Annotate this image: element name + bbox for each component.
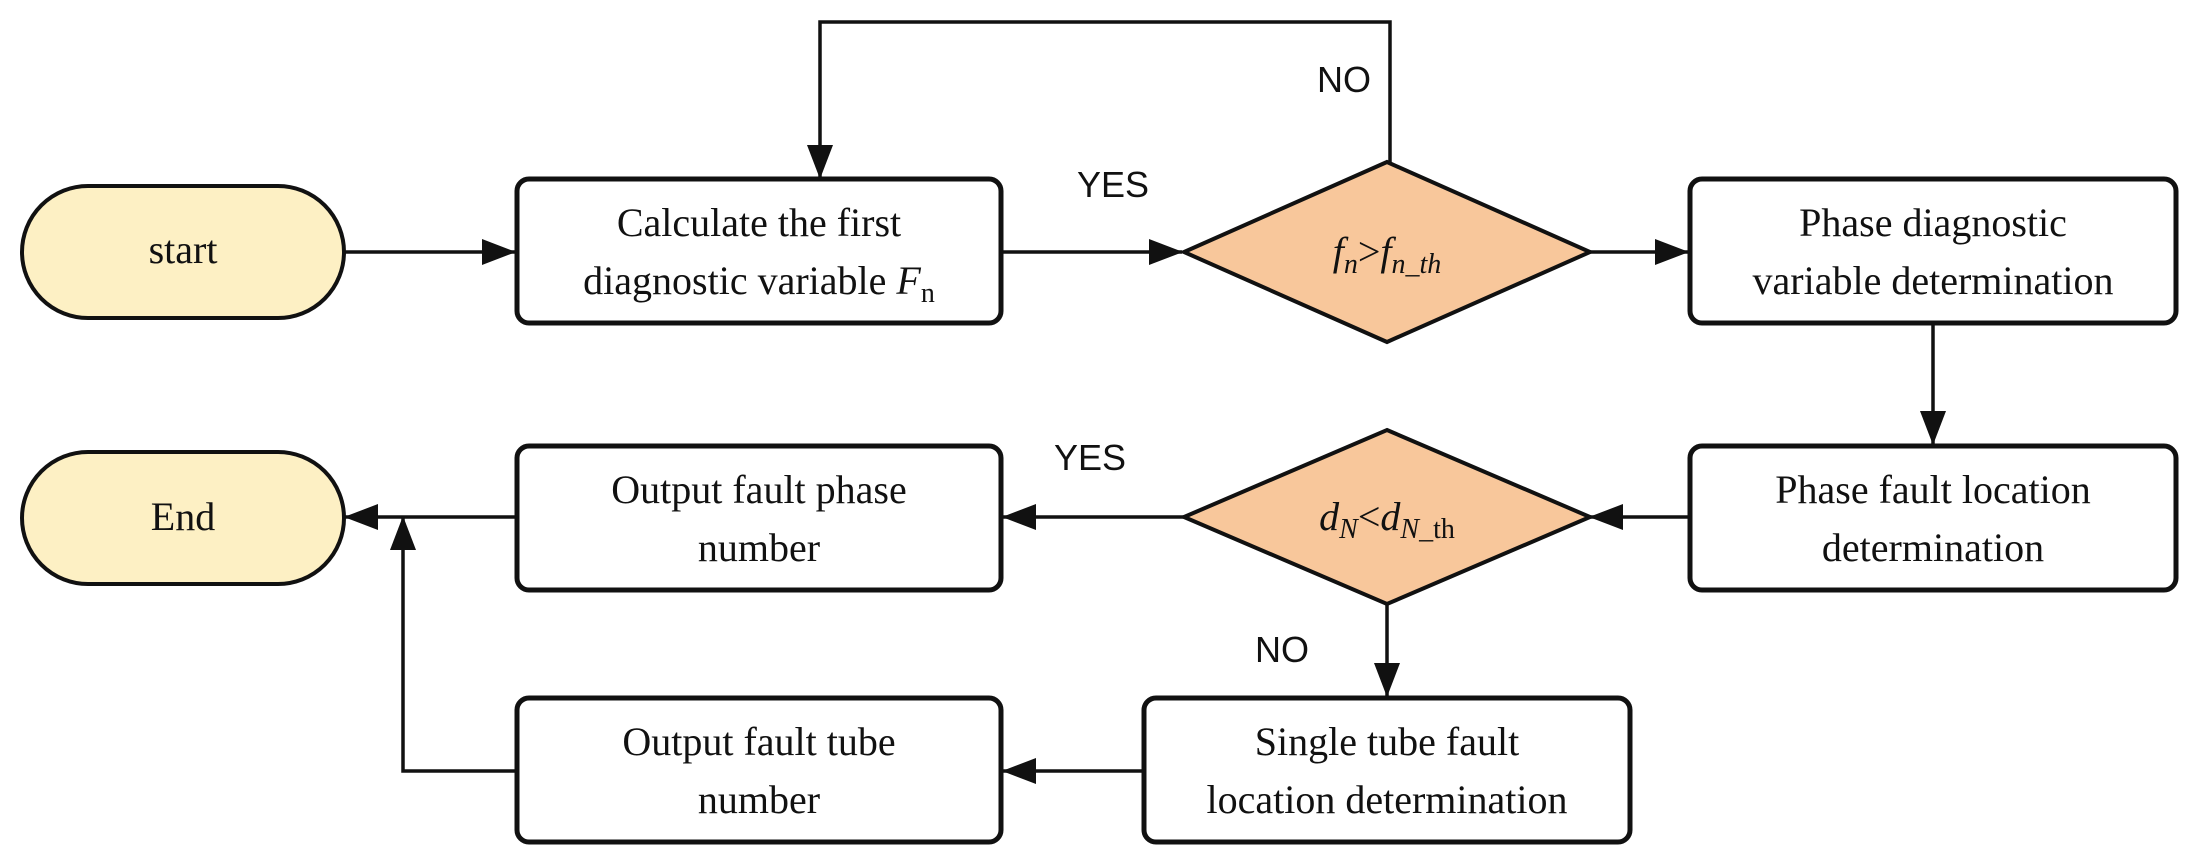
edge-output-tube-to-end [390, 516, 515, 773]
calc-first-line-2-text: diagnostic variable [583, 258, 896, 303]
label-fn-no: NO [1317, 59, 1371, 100]
calc-first-sub: n [921, 278, 935, 309]
phase-diag-line-2: variable determination [1753, 258, 2114, 303]
decision-fn-op: > [1358, 229, 1381, 274]
decision-dn-threshold: dN<dN_th [1178, 427, 1596, 607]
phase-diag-line-1: Phase diagnostic [1799, 200, 2067, 245]
calc-first-line-1: Calculate the first [617, 200, 901, 245]
single-tube-line-1: Single tube fault [1255, 719, 1519, 764]
calc-first-line-2: diagnostic variable Fn [583, 258, 935, 309]
output-tube-line-1: Output fault tube [622, 719, 895, 764]
edge-decision-fn-no-loop [807, 20, 1392, 179]
start-terminal: start [20, 184, 346, 320]
phase-diagnostic-box: Phase diagnostic variable determination [1687, 176, 2179, 326]
decision-fn-left-sub: n [1344, 249, 1358, 280]
decision-dn-op: < [1358, 494, 1381, 539]
output-fault-phase-box: Output fault phase number [514, 443, 1004, 593]
edges [344, 20, 1946, 784]
decision-dn-right-sub-rm: _th [1418, 514, 1455, 545]
output-phase-line-2: number [698, 525, 820, 570]
output-phase-line-1: Output fault phase [611, 467, 907, 512]
label-dn-yes: YES [1054, 437, 1126, 478]
output-tube-line-2: number [698, 777, 820, 822]
output-fault-tube-box: Output fault tube number [514, 695, 1004, 845]
single-tube-line-2: location determination [1207, 777, 1568, 822]
calc-first-var: F [895, 258, 921, 303]
decision-dn-right-sub-it: N [1399, 514, 1420, 545]
decision-dn-left-sub: N [1338, 514, 1359, 545]
decision-dn-right: d [1380, 494, 1401, 539]
decision-fn-threshold: fn>fn_th [1179, 159, 1595, 345]
phase-fault-location-box: Phase fault location determination [1687, 443, 2179, 593]
phase-fault-line-2: determination [1822, 525, 2044, 570]
label-dn-no: NO [1255, 629, 1309, 670]
single-tube-fault-box: Single tube fault location determination [1141, 695, 1633, 845]
end-terminal: End [20, 450, 346, 586]
start-label: start [149, 227, 218, 272]
phase-fault-line-1: Phase fault location [1775, 467, 2090, 512]
decision-dn-text: dN<dN_th [1319, 494, 1455, 545]
calc-first-variable-box: Calculate the first diagnostic variable … [514, 176, 1004, 326]
label-fn-yes: YES [1077, 164, 1149, 205]
decision-fn-right-sub: n_th [1392, 249, 1442, 280]
decision-dn-left: d [1319, 494, 1340, 539]
end-label: End [151, 494, 215, 539]
